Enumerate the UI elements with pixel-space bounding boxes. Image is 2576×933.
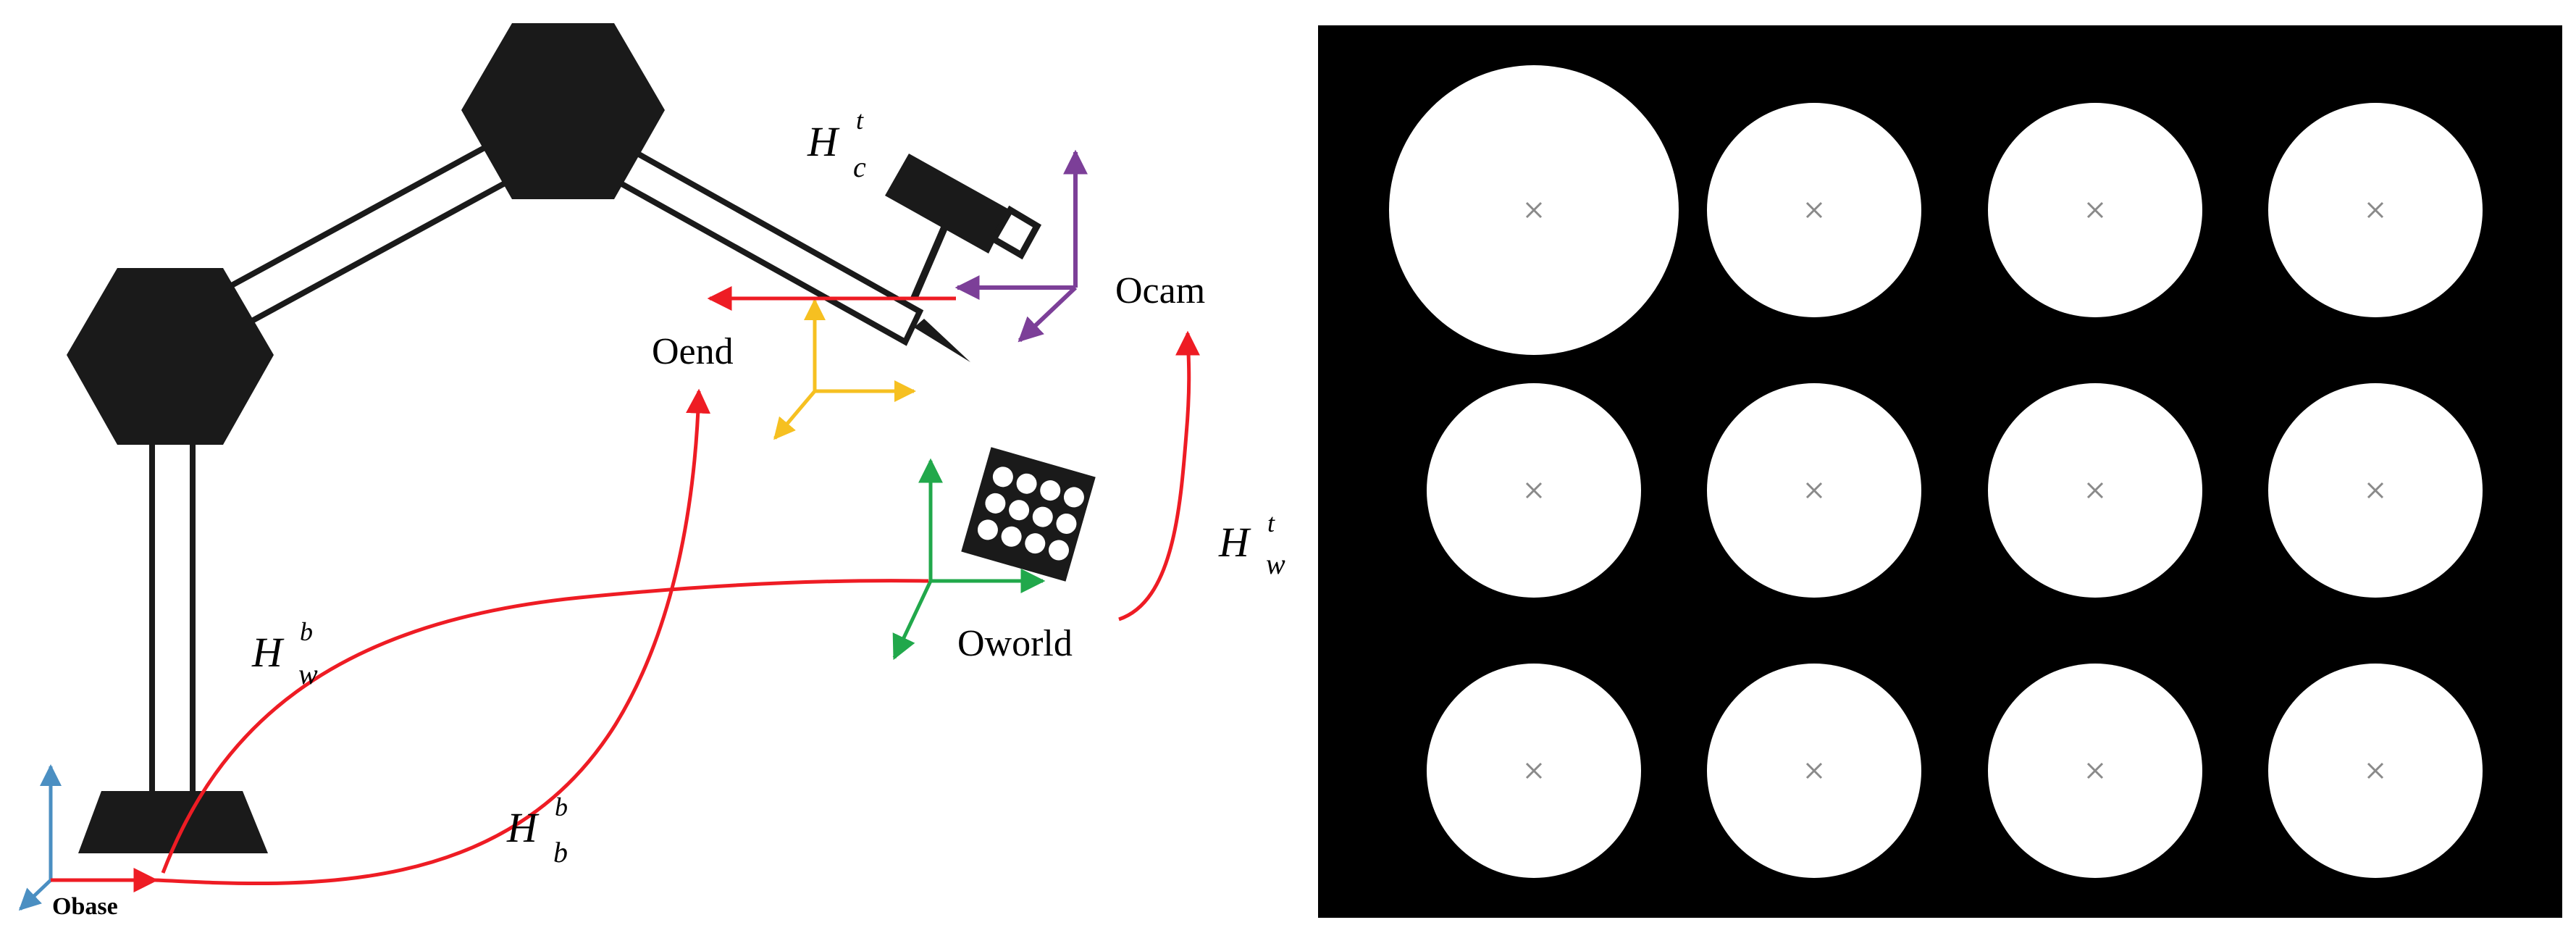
world-frame-axes	[892, 458, 1046, 661]
circle-center-marker	[2367, 201, 2384, 219]
transform-superscript: b	[300, 617, 313, 646]
camera-icon	[885, 154, 1042, 300]
circle-center-marker	[2086, 201, 2104, 219]
transform-base-letter: H	[251, 629, 285, 676]
transform-base-letter: H	[807, 118, 840, 165]
transform-superscript: t	[1267, 509, 1275, 537]
world-to-cam-arrow	[1118, 330, 1201, 622]
transform-subscript: c	[853, 151, 866, 183]
circle-center-marker	[1805, 482, 1823, 499]
calibration-board-panel	[1318, 25, 2562, 918]
frame-label-world: Oworld	[957, 623, 1073, 664]
robot-elbow-joint	[461, 23, 665, 199]
transform-base-letter: H	[506, 804, 540, 851]
circle-center-marker	[1525, 482, 1543, 499]
circle-center-marker	[1805, 201, 1823, 219]
circle-center-marker	[1805, 762, 1823, 779]
frame-label-base: Obase	[52, 893, 118, 920]
base-to-end-arrow	[155, 388, 711, 886]
transform-label-world-to-cam: H t w	[1218, 509, 1285, 580]
frame-label-end: Oend	[652, 331, 734, 372]
circle-center-marker	[2367, 482, 2384, 499]
transform-label-world-to-base: H b w	[251, 617, 318, 690]
transform-subscript: b	[553, 836, 568, 869]
circle-center-marker	[2367, 762, 2384, 779]
transform-superscript: t	[856, 106, 864, 135]
circle-center-marker	[2086, 762, 2104, 779]
circle-center-marker	[2086, 482, 2104, 499]
transform-subscript: w	[298, 658, 318, 690]
transform-base-letter: H	[1218, 519, 1251, 566]
transform-arrows	[155, 286, 1201, 886]
base-frame-axes	[18, 764, 159, 911]
transform-label-end-to-base: H b b	[506, 792, 568, 869]
transform-superscript: b	[555, 792, 568, 821]
circle-center-marker	[1525, 201, 1543, 219]
robot-upper-link	[226, 139, 517, 326]
small-calibration-board	[961, 447, 1096, 582]
robot-shoulder-joint	[67, 268, 274, 445]
transform-label-cam-to-end: H t c	[807, 106, 866, 183]
calibration-circle-grid	[1389, 65, 2483, 878]
robot-base-plate	[78, 791, 268, 853]
robot-base-column	[149, 432, 196, 800]
circle-center-marker	[1525, 762, 1543, 779]
robot-diagram: Obase Oend Ocam Oworld H t c H t w H b w…	[18, 23, 1285, 920]
end-frame-axes	[773, 298, 916, 440]
frame-label-cam: Ocam	[1115, 270, 1205, 311]
base-to-world-arrow	[161, 579, 929, 874]
transform-subscript: w	[1266, 548, 1285, 580]
cam-frame-axes	[955, 149, 1088, 343]
